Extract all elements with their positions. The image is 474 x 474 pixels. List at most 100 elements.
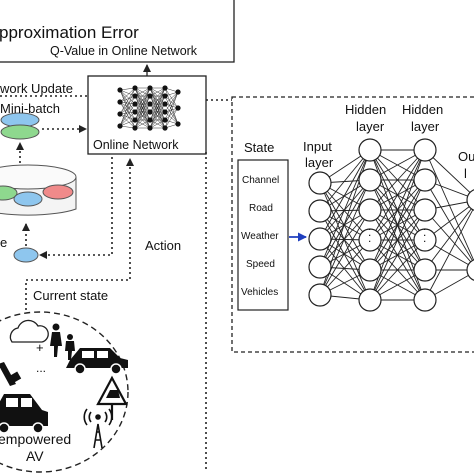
- pedestrians-icon: [50, 323, 75, 360]
- mini-network-neuron: [132, 93, 138, 99]
- approximation-error-title: pproximation Error: [0, 23, 139, 42]
- network-connection: [424, 206, 474, 301]
- mini-network-neuron: [147, 93, 153, 99]
- hidden1-neuron: [358, 168, 382, 192]
- vehicle-environment-ellipse: [0, 311, 129, 473]
- mini-batch-disks: [0, 112, 40, 140]
- mini-network-connection: [149, 87, 166, 129]
- mini-network-connection: [164, 91, 179, 113]
- mini-network-connection: [134, 87, 151, 105]
- state-item-road: Road: [249, 203, 273, 214]
- dqn-architecture-box: [231, 96, 474, 353]
- network-connection: [424, 149, 474, 263]
- mini-network-connection: [119, 89, 136, 105]
- mini-network-neuron: [175, 89, 181, 95]
- vehicle-label-line2: AV: [26, 448, 44, 464]
- hidden-layer-ellipsis: .: [368, 225, 371, 239]
- network-connection: [424, 209, 474, 267]
- network-connection: [424, 179, 474, 265]
- hidden1-neuron: [358, 138, 382, 162]
- hidden-layer-1-label-1: Hidden: [345, 102, 387, 117]
- mini-network-connection: [134, 95, 151, 129]
- mini-network-connection: [119, 111, 136, 127]
- mini-network-connection: [149, 95, 166, 129]
- mini-network-connection: [119, 95, 136, 103]
- input-neuron: [308, 255, 332, 279]
- network-connection: [319, 238, 371, 301]
- network-connection: [319, 210, 371, 271]
- mini-network-connection: [119, 103, 136, 115]
- cell-tower-icon: [83, 408, 113, 449]
- memory-disk-green: [0, 185, 18, 201]
- network-connection: [319, 210, 371, 301]
- state-item-channel: Channel: [242, 175, 280, 186]
- hidden2-neuron: [413, 138, 437, 162]
- hidden-layer-ellipsis: .: [368, 219, 371, 233]
- network-connection: [369, 179, 426, 301]
- mini-network-neuron: [162, 125, 168, 131]
- action-arrow: [39, 157, 113, 259]
- neural-network-layers: ......: [308, 138, 474, 312]
- mini-network-connection: [134, 87, 151, 113]
- state-box-title: State: [244, 140, 275, 155]
- mini-network-connection: [134, 87, 151, 129]
- hidden2-neuron: [413, 258, 437, 282]
- mini-network-neuron: [117, 87, 123, 93]
- mini-network-connection: [149, 87, 166, 121]
- mini-network-neuron: [147, 117, 153, 123]
- mini-network-neuron: [147, 85, 153, 91]
- state-fragment-label: e: [0, 235, 8, 250]
- mini-network-neuron: [117, 123, 123, 129]
- input-layer-label-2: layer: [305, 155, 334, 170]
- network-update-label: work Update: [0, 81, 73, 96]
- mini-network-neuron: [162, 101, 168, 107]
- mini-network-neuron: [162, 117, 168, 123]
- mini-network-connection: [134, 103, 151, 129]
- hidden-layer-1-label-2: layer: [356, 119, 385, 134]
- input-neuron: [308, 199, 332, 223]
- mini-network-connection: [149, 87, 166, 113]
- hidden1-neuron: [358, 198, 382, 222]
- mini-network-connection: [149, 87, 166, 105]
- mini-network-connection: [164, 107, 179, 129]
- mini-network-neuron: [117, 99, 123, 105]
- state-disk: [13, 247, 39, 263]
- input-layer-label-1: Input: [303, 139, 332, 154]
- network-connection: [319, 182, 371, 301]
- hidden1-neuron: [358, 258, 382, 282]
- mini-network-connection: [119, 119, 136, 127]
- mini-network-neuron: [117, 111, 123, 117]
- network-connection: [424, 149, 474, 197]
- network-connection: [319, 182, 371, 271]
- mini-network-neuron: [162, 85, 168, 91]
- mini-network-neuron: [162, 93, 168, 99]
- mini-network-connection: [119, 103, 136, 127]
- hidden-layer-ellipsis: .: [368, 231, 371, 245]
- replay-memory-cylinder: [0, 164, 77, 216]
- network-connection: [319, 209, 371, 296]
- hidden-layer-ellipsis: .: [423, 225, 426, 239]
- mini-network-connection: [149, 87, 166, 97]
- online-network-icon: [117, 85, 181, 131]
- action-label: Action: [145, 238, 182, 253]
- state-item-speed: Speed: [246, 259, 275, 270]
- hidden-layer-2-label-2: layer: [411, 119, 440, 134]
- network-connection: [319, 239, 371, 296]
- mini-network-connection: [119, 95, 136, 115]
- network-connection: [369, 149, 426, 271]
- current-state-label: Current state: [33, 288, 109, 303]
- input-neuron: [308, 227, 332, 251]
- state-input-box: [237, 159, 289, 311]
- online-network-label: Online Network: [93, 138, 179, 152]
- hidden-layer-2-label-1: Hidden: [402, 102, 444, 117]
- network-connection: [369, 239, 426, 301]
- mini-network-connection: [119, 113, 136, 129]
- network-connection: [319, 149, 371, 212]
- memory-disk-red: [42, 184, 74, 200]
- state-item-vehicles: Vehicles: [241, 287, 279, 298]
- mini-network-connection: [149, 103, 166, 129]
- mini-network-connection: [149, 119, 166, 129]
- vehicle-label-line1: empowered: [0, 431, 72, 447]
- mini-network-connection: [164, 107, 179, 121]
- mini-network-neuron: [132, 109, 138, 115]
